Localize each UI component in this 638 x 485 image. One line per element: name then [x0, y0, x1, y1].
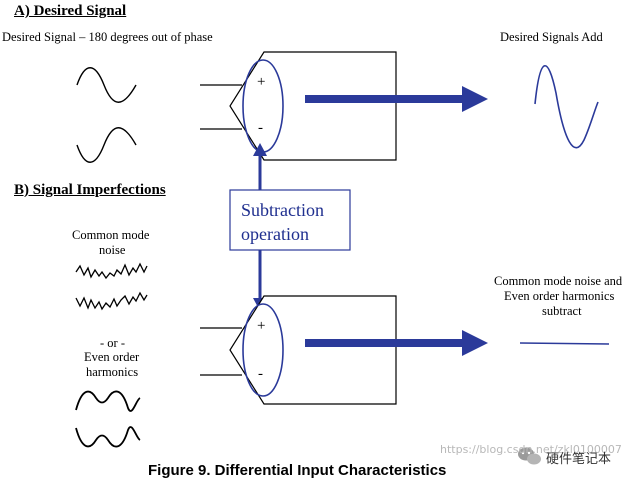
amp-top-plus: + — [257, 74, 266, 90]
section-b-title: B) Signal Imperfections — [14, 182, 166, 198]
amp-top-minus: - — [258, 120, 263, 136]
subtraction-box-border — [229, 189, 351, 251]
wechat-icon — [518, 447, 541, 465]
result-label-line2: Even order harmonics — [504, 289, 615, 303]
result-label-line1: Common mode noise and — [494, 274, 623, 288]
amplifier-bottom — [200, 295, 397, 405]
harmonics-signal-1 — [75, 390, 141, 412]
amplifier-top — [200, 51, 397, 161]
figure-caption: Figure 9. Differential Input Characteris… — [148, 462, 447, 479]
noise-label-line2: noise — [99, 243, 126, 257]
harmonics-signal-2 — [75, 426, 141, 448]
signal-a-sine-top — [76, 67, 137, 103]
signal-result-sine — [534, 65, 599, 149]
output-arrowhead-bottom — [462, 330, 488, 356]
harmonics-label-line2: harmonics — [86, 365, 139, 379]
section-a-right-label: Desired Signals Add — [500, 30, 603, 44]
section-a-title: A) Desired Signal — [14, 3, 127, 19]
signal-result-flat — [519, 342, 610, 345]
watermark-url: https://blog.csdn.net/zkl0100007 — [440, 443, 622, 456]
connector-up-head — [253, 143, 267, 156]
noise-signal-2 — [75, 291, 148, 311]
result-label-line3: subtract — [542, 304, 582, 318]
noise-label-line1: Common mode — [72, 228, 150, 242]
signal-a-sine-bottom — [76, 127, 137, 163]
subtraction-box-label-1: Subtraction — [241, 200, 324, 220]
amp-bottom-minus: - — [258, 366, 263, 382]
or-label: - or - — [100, 336, 125, 350]
noise-signal-1 — [75, 262, 148, 280]
output-arrowhead-top — [462, 86, 488, 112]
subtraction-box-label-2: operation — [241, 224, 309, 244]
brand-label: 硬件笔记本 — [546, 452, 612, 467]
amp-bottom-plus: + — [257, 318, 266, 334]
harmonics-label-line1: Even order — [84, 350, 140, 364]
section-a-left-label: Desired Signal – 180 degrees out of phas… — [2, 30, 213, 44]
